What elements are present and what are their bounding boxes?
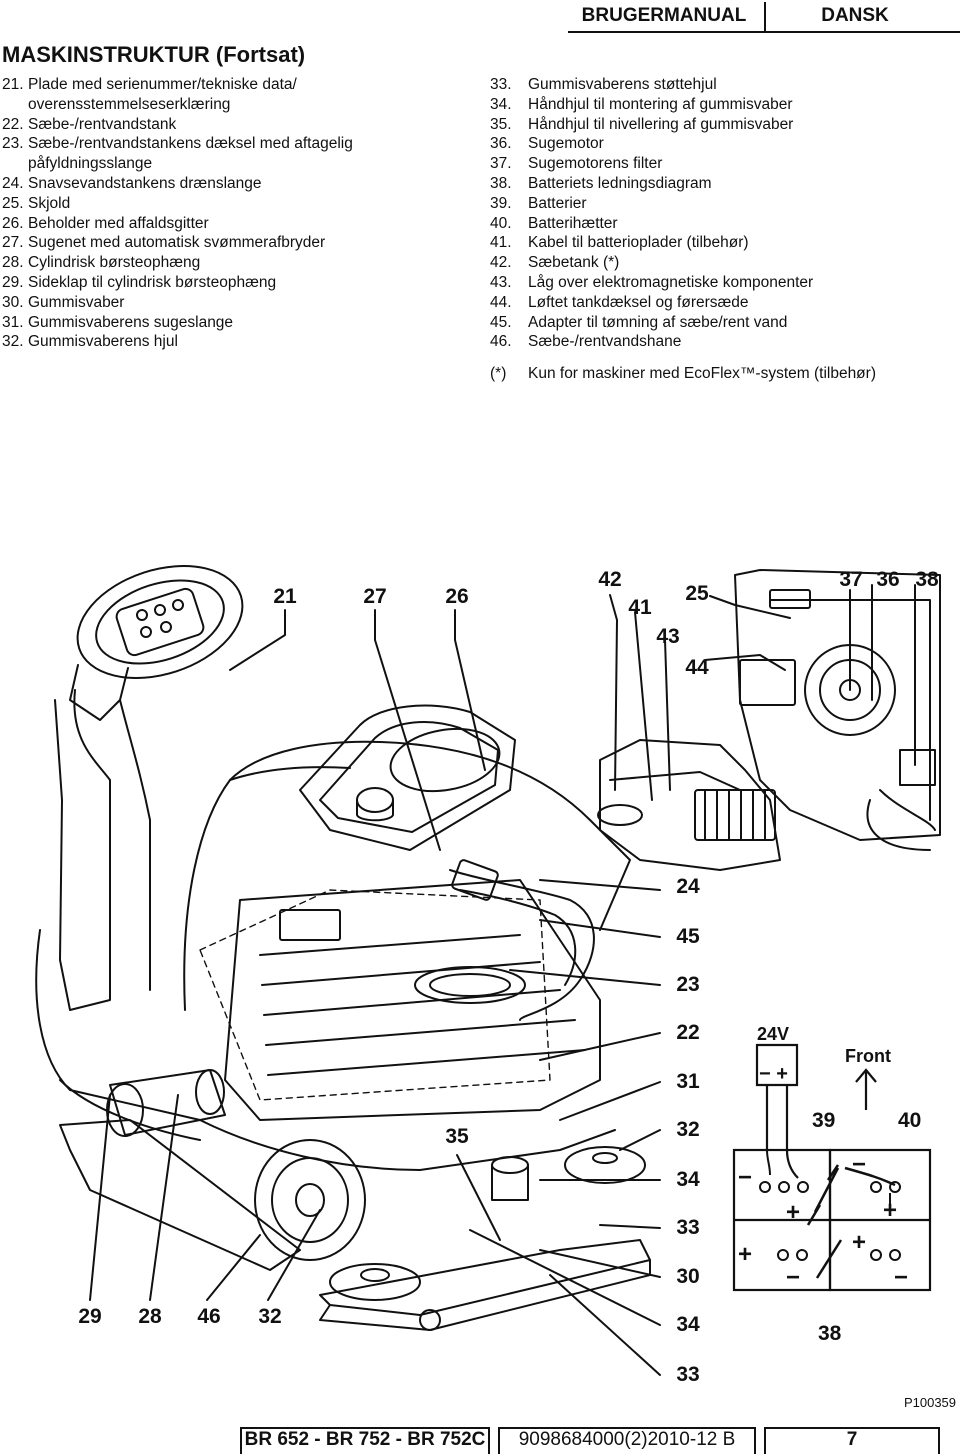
svg-text:+: + (852, 1229, 866, 1256)
callout-33: 33 (676, 1363, 700, 1386)
list-item: påfyldningsslange (28, 155, 153, 173)
svg-text:−: − (786, 1264, 800, 1291)
callout-22: 22 (676, 1021, 700, 1044)
callout-33: 33 (676, 1216, 700, 1239)
figure-code: P100359 (903, 1395, 957, 1410)
header-manual-label: BRUGERMANUAL (581, 5, 747, 26)
footnote-marker: (*) (490, 365, 507, 382)
callout-30: 30 (676, 1265, 700, 1288)
svg-text:+: + (786, 1199, 800, 1226)
callout-37: 37 (839, 568, 863, 591)
callout-27: 27 (363, 585, 387, 608)
list-item: 39.Batterier (490, 194, 587, 212)
list-item: 31.Gummisvaberens sugeslange (2, 313, 234, 331)
list-item: 40.Batterihætter (490, 214, 618, 232)
component-list-left: 21.Plade med serienummer/tekniske data/ … (2, 75, 353, 352)
list-item: 23.Sæbe-/rentvandstankens dæksel med aft… (2, 135, 353, 153)
footer-doc-box (498, 1427, 756, 1454)
list-item: 33.Gummisvaberens støttehjul (490, 76, 717, 93)
svg-text:− +: − + (759, 1063, 788, 1085)
list-item: 30.Gummisvaber (2, 293, 125, 311)
footer-model-box (240, 1427, 490, 1454)
callout-44: 44 (685, 656, 709, 679)
list-item: 41.Kabel til batterioplader (tilbehør) (490, 234, 749, 252)
list-item: 36.Sugemotor (490, 135, 604, 153)
callout-26: 26 (445, 585, 469, 608)
callout-36: 36 (876, 568, 900, 591)
callout-23: 23 (676, 973, 700, 996)
callout-41: 41 (628, 596, 652, 619)
callout-34: 34 (676, 1313, 700, 1336)
callout-29: 29 (78, 1305, 102, 1328)
list-item: 46.Sæbe-/rentvandshane (490, 333, 682, 351)
callout-46: 46 (197, 1305, 221, 1328)
svg-text:39: 39 (812, 1109, 835, 1132)
list-item: 37.Sugemotorens filter (490, 155, 663, 173)
callout-45: 45 (676, 925, 700, 948)
svg-text:38: 38 (818, 1322, 842, 1345)
header-divider-vertical (764, 2, 766, 32)
front-arrow (855, 1068, 877, 1110)
svg-text:40: 40 (898, 1109, 921, 1132)
steering-wheel-drawing (76, 565, 244, 679)
svg-text:+: + (883, 1197, 897, 1224)
callout-35: 35 (445, 1125, 469, 1148)
list-item: 24.Snavsevandstankens drænslange (2, 174, 262, 192)
footer-page-box (764, 1427, 940, 1454)
callout-38: 38 (915, 568, 939, 591)
list-item: 27.Sugenet med automatisk svømmerafbryde… (2, 234, 326, 252)
list-item: 25.Skjold (2, 194, 71, 212)
header-rule (568, 31, 960, 33)
callout-28: 28 (138, 1305, 162, 1328)
callout-31: 31 (676, 1070, 700, 1093)
svg-text:−: − (852, 1151, 866, 1178)
callout-42: 42 (598, 568, 622, 591)
list-item: overensstemmelseserklæring (28, 95, 231, 113)
page-number: 7 (846, 1429, 858, 1450)
list-item: 35.Håndhjul til nivellering af gummisvab… (490, 115, 794, 133)
list-item: 43.Låg over elektromagnetiske komponente… (490, 273, 814, 291)
callout-24: 24 (676, 875, 700, 898)
callout-32: 32 (676, 1118, 700, 1141)
callout-43: 43 (656, 625, 680, 648)
list-item: 26.Beholder med affaldsgitter (2, 214, 209, 232)
footer-model: BR 652 - BR 752 - BR 752C (244, 1429, 486, 1450)
callout-25: 25 (685, 582, 709, 605)
list-item: 44.Løftet tankdæksel og førersæde (490, 293, 749, 311)
callout-21: 21 (273, 585, 297, 608)
list-item: 29.Sideklap til cylindrisk børsteophæng (2, 273, 277, 291)
list-item: 38.Batteriets ledningsdiagram (490, 174, 712, 192)
component-list-right: 33.Gummisvaberens støttehjul 34.Håndhjul… (490, 75, 813, 352)
callout-34: 34 (676, 1168, 700, 1191)
list-item: 34.Håndhjul til montering af gummisvaber (490, 95, 793, 113)
svg-text:Front: Front (845, 1046, 891, 1066)
list-item: 42.Sæbetank (*) (490, 254, 620, 272)
list-item: 32.Gummisvaberens hjul (2, 333, 178, 351)
list-item: 21.Plade med serienummer/tekniske data/ (2, 76, 297, 93)
footer-doc-number: 9098684000(2)2010-12 B (518, 1429, 736, 1450)
footnote-text: Kun for maskiner med EcoFlex™-system (ti… (528, 365, 876, 382)
list-item: 45.Adapter til tømning af sæbe/rent vand (490, 313, 788, 331)
svg-text:−: − (894, 1264, 908, 1291)
section-title: MASKINSTRUKTUR (Fortsat) (2, 42, 306, 67)
svg-text:+: + (738, 1241, 752, 1268)
list-item: 22.Sæbe-/rentvandstank (2, 115, 177, 133)
callout-32: 32 (258, 1305, 282, 1328)
svg-text:24V: 24V (757, 1024, 789, 1044)
charger-plug (755, 1043, 799, 1087)
svg-text:−: − (738, 1164, 752, 1191)
header-language-label: DANSK (821, 5, 889, 26)
list-item: 28.Cylindrisk børsteophæng (2, 254, 201, 272)
